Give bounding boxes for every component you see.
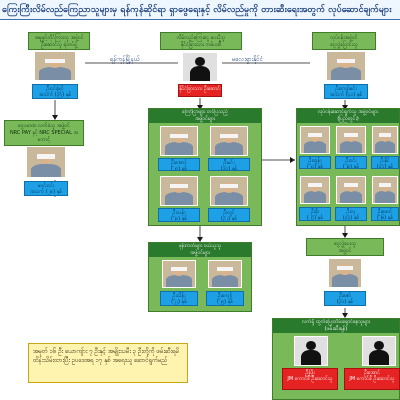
bottom-right-label-1: ဦးဖြိုးJM ကောင်စီ ဦးဆောင်သူ [282,368,338,390]
top-left-label: ဦးဝင်းမြင့်အသက် (၃၅) နှစ် [32,84,78,99]
mid-right-header: လုပ်ငန်းဆောင်ရွက်သူ အဖွဲ့ဝင်များ(ပြည်တွင… [297,109,399,123]
mid-left-header: ငွေပမာဏ လက်ခံသူ အဖွဲ့ဝင်NRC PAY နှင့် NR… [4,120,84,146]
low-center-photo-1 [162,260,196,288]
mid-center-photo-3 [160,176,198,206]
page-title: ကြေးကြီးလိမ်လည်ကြေညာသူများမှ ရန်ကုန်ဆိုင… [0,0,400,20]
top-center-header: လိမ်လည်ကြေးငွေ ပေးပို့သူနိုင်ငံခြားသား က… [160,32,242,50]
mid-right-photo-6 [372,176,398,204]
top-left-photo [34,51,76,81]
mid-center-photo-4 [210,176,248,206]
top-right-label: ဦးကျော်မင်းအသက် (၄၀) နှစ် [324,84,368,99]
low-center-photo-2 [208,260,242,288]
mid-center-label-2: ဦးမင်း(၃၀) နှစ် [208,158,250,171]
top-right-photo [326,51,366,81]
low-center-header: ဖုန်းကတ်များ ဝယ်ယူသူအဖွဲ့ဝင်များ [149,243,251,257]
mid-center-photo-2 [210,126,248,156]
top-right-header: လုပ်ငန်းအဖွဲ့ဝင်ငွေလွှဲပြောင်းသူ [312,32,376,50]
mid-right-photo-2 [336,126,366,154]
mid-right-label-6: ဦးမောင်(၂၆) နှစ် [371,207,399,221]
mid-center-header: ကြော်ငြာများ တင်ပြသည့်အဖွဲ့ဝင်များ [149,109,261,123]
low-center-label-1: ဦးသိန်း(၂၂) နှစ် [160,291,198,306]
mid-left-label: မဝင်းဝင်းအသက် (၂၈) နှစ် [24,181,68,196]
bottom-right-photo-1 [294,336,328,366]
bottom-right-header: လက်ရှိ ထွက်ပြေးတိမ်းရှောင်နေသူများ(ဖမ်းဆ… [273,319,399,333]
summary-note: အမှတ် ၁၆ ဦး ယောကျ်ား ၇ ဦးနှင့် အမျိုးသမီ… [28,343,188,383]
bottom-right-photo-2 [362,336,396,366]
mid-right-photo-3 [372,126,398,154]
mid-right-photo-1 [300,126,330,154]
connector-label-left: ရန်ကုန်မြို့နယ် [110,56,140,63]
mid-right-label-1: ဦးထွန်း(၂၄) နှစ် [299,156,331,169]
mid-right-label-4: ဦးစိုး(၂၇) နှစ် [299,207,331,221]
mid-center-label-3: ဦးသန်း(၂၈) နှစ် [158,208,200,222]
mid-right-photo-5 [336,176,366,204]
mid-left-photo [26,146,66,178]
mid-right-photo-4 [300,176,330,204]
mid-center-label-1: ဦးအောင်(၂၅) နှစ် [158,158,200,171]
low-right-header: ငွေလွှဲပေးသူအဖွဲ့ဝင် [306,238,384,256]
low-right-photo [328,258,362,288]
mid-right-label-5: ဦးလှ(၃၃) နှစ် [335,207,367,221]
mid-right-label-3: ဦးနိုင်(၃၁) နှစ် [371,156,399,169]
top-left-header: အမှုဖွင့်တိုင်ကြားသူ အဖွဲ့ဝင်ဦးဆောင်သူ ရ… [28,32,90,50]
low-right-label: ဦးဇော်(၃၀) နှစ် [324,291,366,306]
mid-center-photo-1 [160,126,198,156]
mid-right-label-2: ဦးဝင်း(၂၉) နှစ် [335,156,367,169]
mid-center-label-4: ဦးလွင်(၃၂) နှစ် [208,208,250,222]
connector-label-right: မလေးရှားနိုင်ငံ [232,56,264,63]
low-center-label-2: ဦးကျော်(၂၅) နှစ် [206,291,244,306]
top-center-photo [182,52,218,82]
top-center-label: နိုင်ငံခြားသား ဦးဆောင်သူ [178,84,222,97]
bottom-right-label-2: ဦးအောင်JM ကောင်စီ ဦးဆောင်သူ [344,368,400,390]
